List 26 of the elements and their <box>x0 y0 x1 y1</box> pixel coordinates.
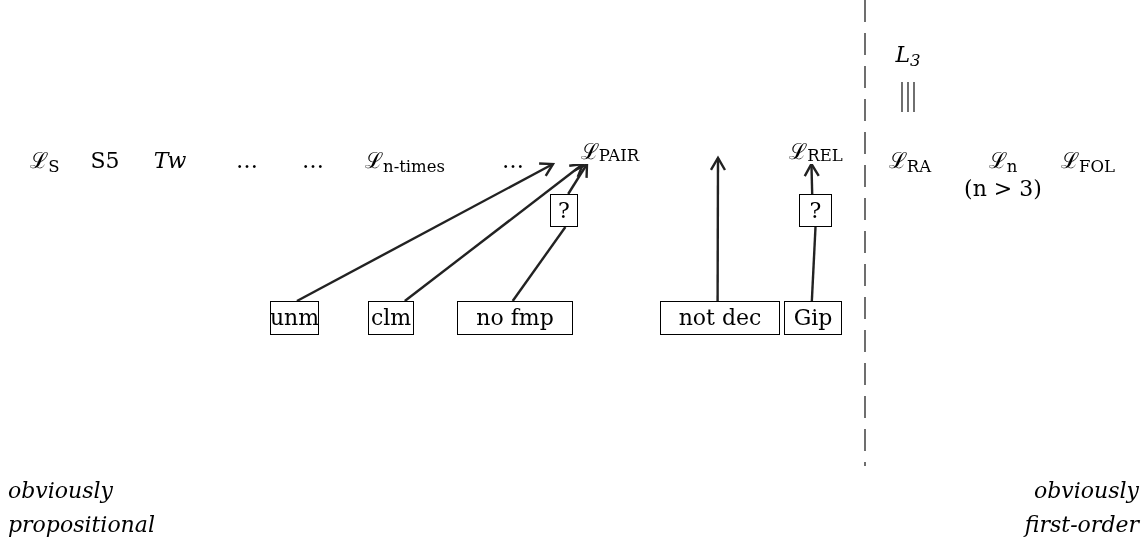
math-label: L$_{3}$ <box>895 44 921 66</box>
math-label: … <box>502 150 524 172</box>
arrow <box>709 156 727 301</box>
arrow <box>567 162 589 195</box>
annotation-text: obviously first-order <box>1022 477 1139 539</box>
label-box: not dec <box>660 301 780 335</box>
label-box: Gip <box>784 301 842 335</box>
math-label: ℒ$_{n-times}$ <box>365 150 445 172</box>
arrow <box>803 162 820 195</box>
annotation-text: obviously propositional <box>8 477 156 539</box>
label-box: unm <box>270 301 319 335</box>
math-label: … <box>302 150 324 172</box>
math-label: Tw <box>153 150 187 172</box>
math-label: ℒ$_{RA}$ <box>888 150 932 172</box>
math-label: ℒ$_{n}$ <box>988 150 1018 172</box>
math-label: ℒ$_{FOL}$ <box>1061 150 1115 172</box>
math-label: S5 <box>90 150 120 172</box>
label-box: clm <box>368 301 414 335</box>
label-box: ? <box>550 194 578 227</box>
arrow <box>296 162 555 303</box>
math-label: ℒ$_{S}$ <box>30 150 60 172</box>
math-label: (n > 3) <box>964 178 1042 200</box>
arrow <box>404 162 585 302</box>
label-box: no fmp <box>457 301 573 335</box>
math-label: … <box>236 150 258 172</box>
label-box: ? <box>799 194 832 227</box>
